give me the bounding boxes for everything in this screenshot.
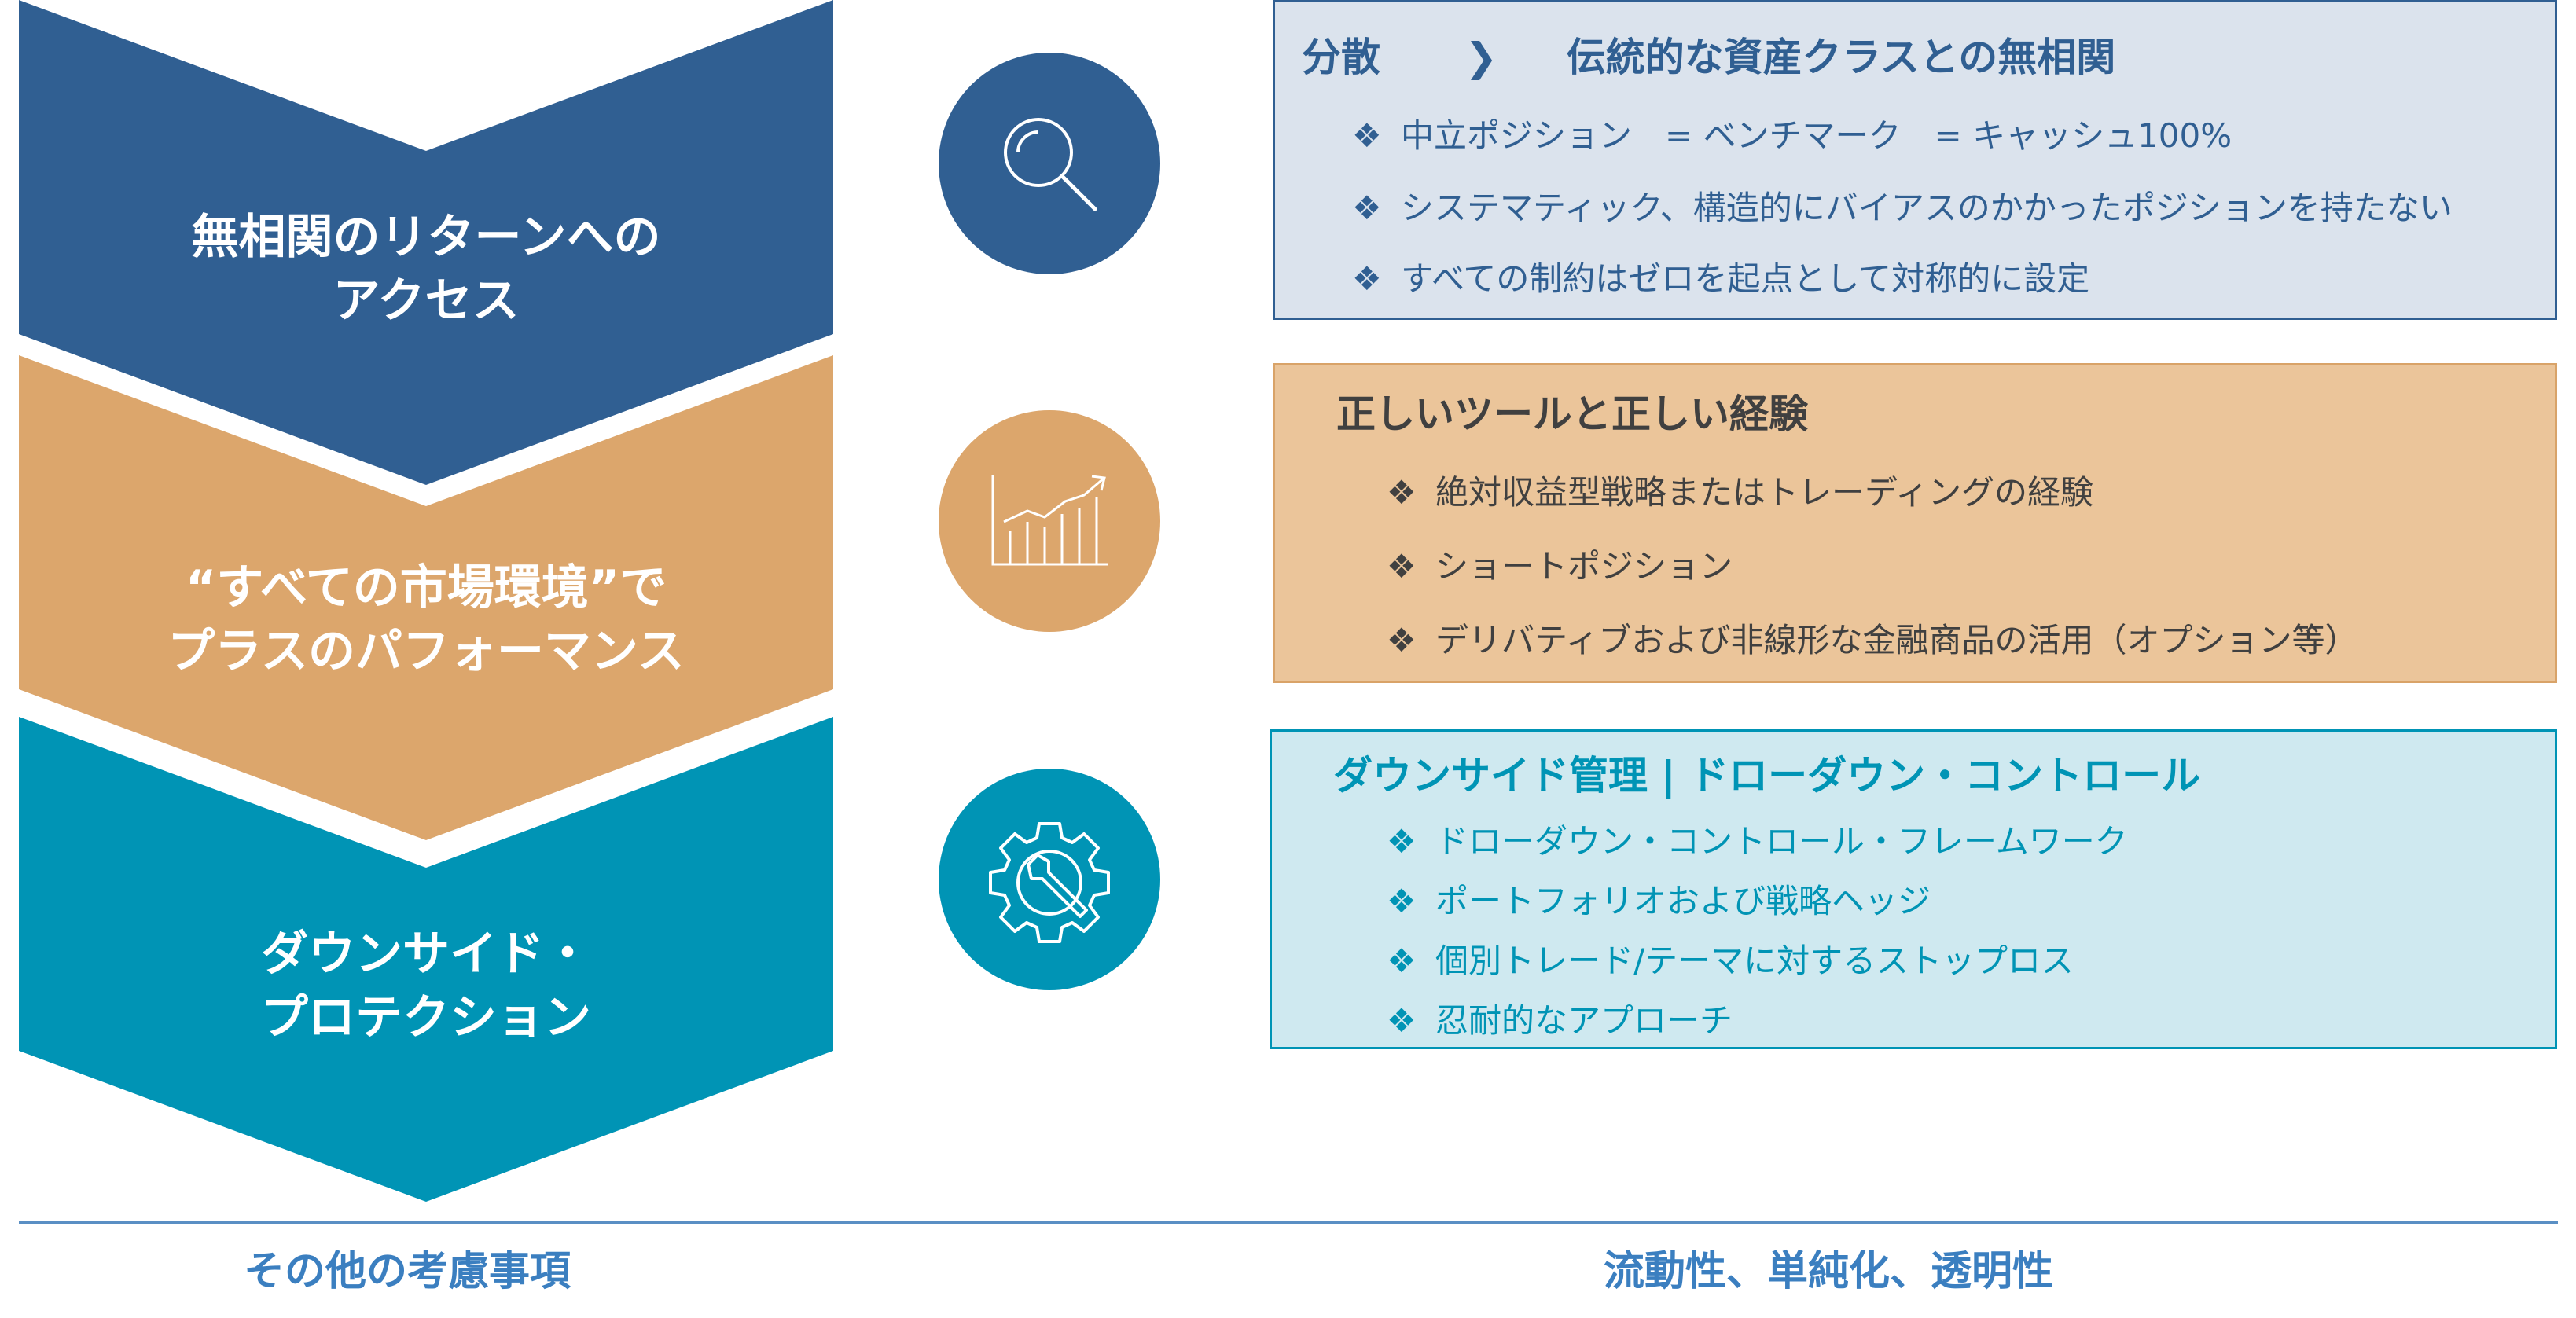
list-item: ❖ ショートポジション bbox=[1387, 540, 1733, 588]
chevron-label-line2: アクセス bbox=[333, 274, 520, 329]
diamond-bullet-icon: ❖ bbox=[1387, 1001, 1417, 1040]
chevron-label: “すべての市場環境”で プラスのパフォーマンス bbox=[19, 556, 833, 684]
panel-tools-experience: 正しいツールと正しい経験 ❖ 絶対収益型戦略またはトレーディングの経験 ❖ ショート… bbox=[1273, 363, 2557, 683]
list-item: ❖ すべての制約はゼロを起点として対称的に設定 bbox=[1352, 252, 2089, 300]
panel-diversification: 分散 ❯ 伝統的な資産クラスとの無相関 ❖ 中立ポジション = ベンチマーク = … bbox=[1273, 0, 2557, 320]
panel-title-right: 伝統的な資産クラスとの無相関 bbox=[1566, 35, 2116, 80]
circle-gear-wrench bbox=[939, 769, 1160, 990]
chevron-label-line2: プラスのパフォーマンス bbox=[167, 624, 685, 679]
diamond-bullet-icon: ❖ bbox=[1352, 189, 1382, 227]
magnifier-icon bbox=[1004, 118, 1097, 211]
list-item-text: デリバティブおよび非線形な金融商品の活用（オプション等） bbox=[1435, 621, 2358, 659]
diamond-bullet-icon: ❖ bbox=[1352, 116, 1382, 155]
list-item: ❖ 個別トレード/テーマに対するストップロス bbox=[1387, 934, 2074, 982]
list-item-text: ドローダウン・コントロール・フレームワーク bbox=[1435, 822, 2128, 861]
footer-divider bbox=[19, 1221, 2558, 1224]
panel-title-left: 分散 bbox=[1302, 35, 1380, 80]
chevron-downside-protection: ダウンサイド・ プロテクション bbox=[19, 717, 833, 1204]
chevron-right-icon: ❯ bbox=[1464, 35, 1498, 80]
footer-right-label: 流動性、単純化、透明性 bbox=[1604, 1248, 2054, 1295]
list-item-text: 絶対収益型戦略またはトレーディングの経験 bbox=[1435, 473, 2094, 512]
list-item-text: 中立ポジション = ベンチマーク = キャッシュ100% bbox=[1401, 116, 2232, 155]
circle-growth-chart bbox=[939, 410, 1160, 632]
chevron-label: ダウンサイド・ プロテクション bbox=[19, 923, 833, 1050]
list-item: ❖ ドローダウン・コントロール・フレームワーク bbox=[1387, 815, 2128, 863]
chevron-label: 無相関のリターンへの アクセス bbox=[19, 206, 833, 333]
list-item: ❖ デリバティブおよび非線形な金融商品の活用（オプション等） bbox=[1387, 614, 2357, 662]
gear-wrench-icon bbox=[989, 822, 1110, 943]
circle-magnifier bbox=[939, 53, 1160, 274]
footer-left-label: その他の考慮事項 bbox=[244, 1248, 571, 1295]
list-item: ❖ ポートフォリオおよび戦略ヘッジ bbox=[1387, 875, 1931, 923]
list-item-text: ショートポジション bbox=[1435, 547, 1733, 586]
diamond-bullet-icon: ❖ bbox=[1387, 621, 1417, 659]
chevron-shape bbox=[19, 717, 833, 1202]
chevron-label-line1: ダウンサイド・ bbox=[261, 927, 591, 982]
list-item-text: 忍耐的なアプローチ bbox=[1435, 1001, 1733, 1040]
chevron-label-line1: “すべての市場環境”で bbox=[185, 560, 667, 615]
diamond-bullet-icon: ❖ bbox=[1387, 473, 1417, 512]
panel-title: 分散 ❯ 伝統的な資産クラスとの無相関 bbox=[1302, 26, 2115, 83]
diamond-bullet-icon: ❖ bbox=[1387, 942, 1417, 980]
diamond-bullet-icon: ❖ bbox=[1387, 882, 1417, 920]
panel-downside-management: ダウンサイド管理 | ドローダウン・コントロール ❖ ドローダウン・コントロール・… bbox=[1270, 729, 2557, 1049]
list-item-text: 個別トレード/テーマに対するストップロス bbox=[1435, 942, 2074, 980]
list-item-text: すべての制約はゼロを起点として対称的に設定 bbox=[1401, 259, 2090, 298]
chevron-label-line2: プロテクション bbox=[261, 990, 591, 1045]
list-item: ❖ 中立ポジション = ベンチマーク = キャッシュ100% bbox=[1352, 109, 2232, 157]
list-item: ❖ システマティック、構造的にバイアスのかかったポジションを持たない bbox=[1352, 182, 2453, 229]
diamond-bullet-icon: ❖ bbox=[1387, 547, 1417, 586]
chevron-uncorrelated-returns: 無相関のリターンへの アクセス bbox=[19, 0, 833, 487]
list-item: ❖ 忍耐的なアプローチ bbox=[1387, 994, 1733, 1042]
list-item-text: システマティック、構造的にバイアスのかかったポジションを持たない bbox=[1401, 189, 2453, 227]
diamond-bullet-icon: ❖ bbox=[1387, 822, 1417, 861]
chevron-label-line1: 無相関のリターンへの bbox=[191, 210, 661, 265]
growth-chart-icon bbox=[991, 475, 1108, 566]
list-item: ❖ 絶対収益型戦略またはトレーディングの経験 bbox=[1387, 466, 2093, 514]
list-item-text: ポートフォリオおよび戦略ヘッジ bbox=[1435, 882, 1931, 920]
diamond-bullet-icon: ❖ bbox=[1352, 259, 1382, 298]
panel-title: ダウンサイド管理 | ドローダウン・コントロール bbox=[1333, 753, 2201, 799]
panel-title: 正しいツールと正しい経験 bbox=[1336, 391, 1808, 437]
chevron-all-market-performance: “すべての市場環境”で プラスのパフォーマンス bbox=[19, 355, 833, 843]
chevron-shape bbox=[19, 0, 833, 485]
chevron-shape bbox=[19, 355, 833, 840]
